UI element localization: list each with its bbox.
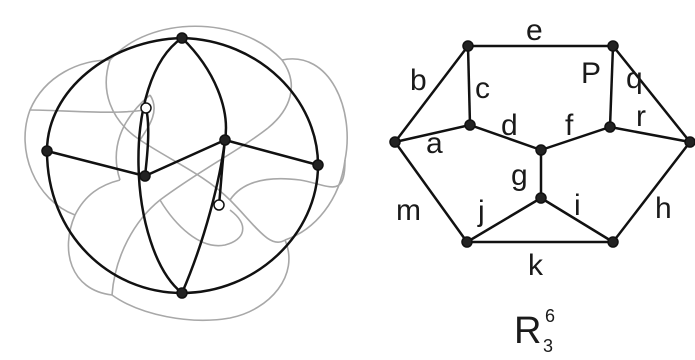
edge-label-a: a [426,127,443,160]
vertex [312,159,324,171]
graph-vertices-right [389,40,695,248]
labeled-graph: e b c P q a d f r g m j i h k R 6 3 [389,14,695,356]
graph-edges-right [393,44,691,244]
edge-label-m: m [396,194,421,227]
vertex [176,32,188,44]
vertex [684,136,695,148]
vertex [535,144,547,156]
vertex [140,102,152,114]
vertex [535,192,547,204]
edge-label-q: q [626,62,643,95]
edge-label-d: d [501,109,518,142]
knot-diagram [24,25,348,321]
graph-caption: R 6 3 [514,306,555,356]
edge-label-j: j [477,195,485,228]
edge-label-e: e [526,14,543,47]
edge-label-g: g [511,159,528,192]
vertex [461,236,473,248]
vertex [41,145,53,157]
vertex [604,121,616,133]
vertex [462,40,474,52]
edge-label-i: i [574,189,581,222]
vertex [464,119,476,131]
vertex [389,136,401,148]
vertex [176,287,188,299]
edge-label-p: P [581,57,601,90]
vertex [607,40,619,52]
vertex [139,170,151,182]
caption-subscript: 3 [543,336,553,356]
vertex [219,134,231,146]
edge-label-b: b [410,64,427,97]
edge-label-r: r [636,100,646,133]
edge-label-f: f [565,109,574,142]
caption-superscript: 6 [545,306,555,326]
knot-strands [24,25,348,321]
edge-label-k: k [528,249,544,282]
graph-vertices-left [41,32,324,299]
vertex [607,236,619,248]
caption-main: R [514,310,541,352]
edge-labels: e b c P q a d f r g m j i h k [396,14,672,282]
vertex [213,199,225,211]
edge-label-h: h [655,192,672,225]
edge-label-c: c [475,72,490,105]
